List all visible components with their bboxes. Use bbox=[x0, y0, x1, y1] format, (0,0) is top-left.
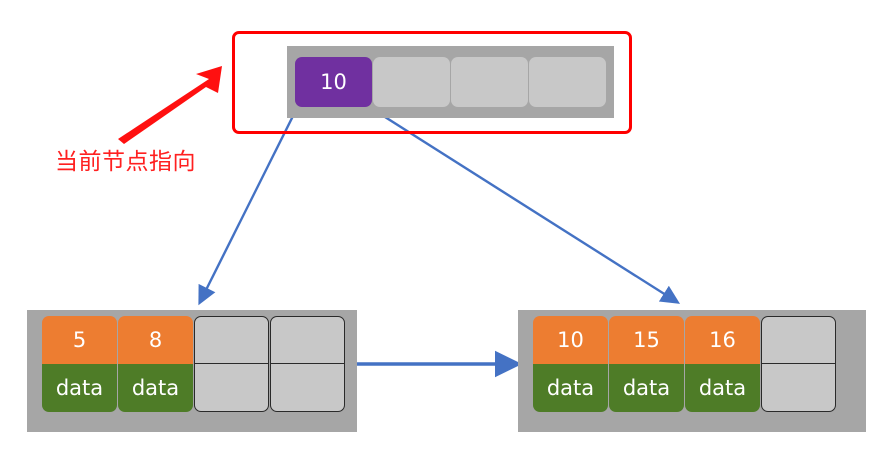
leaf-right-key-2[interactable]: 16 bbox=[685, 316, 760, 364]
root-to-right-leaf-arrow bbox=[373, 108, 681, 304]
index-key-cell-1[interactable] bbox=[373, 57, 450, 107]
leaf-left-key-1[interactable]: 8 bbox=[118, 316, 193, 364]
leaf-right-key-3[interactable] bbox=[761, 316, 836, 364]
leaf-right-data-3[interactable] bbox=[761, 364, 836, 412]
index-key-cell-0[interactable]: 10 bbox=[295, 57, 372, 107]
leaf-left-column-2[interactable] bbox=[194, 316, 269, 412]
leaf-node-right[interactable]: 10 data 15 data 16 data bbox=[518, 310, 866, 432]
leaf-right-column-2[interactable]: 16 data bbox=[685, 316, 760, 412]
leaf-right-columns: 10 data 15 data 16 data bbox=[533, 316, 836, 412]
leaf-left-key-0[interactable]: 5 bbox=[42, 316, 117, 364]
index-node[interactable]: 10 bbox=[287, 46, 614, 118]
leaf-right-data-1[interactable]: data bbox=[609, 364, 684, 412]
leaf-node-left[interactable]: 5 data 8 data bbox=[27, 310, 357, 432]
leaf-left-data-3[interactable] bbox=[270, 364, 345, 412]
leaf-right-data-2[interactable]: data bbox=[685, 364, 760, 412]
leaf-left-data-0[interactable]: data bbox=[42, 364, 117, 412]
leaf-right-column-1[interactable]: 15 data bbox=[609, 316, 684, 412]
index-key-cell-2[interactable] bbox=[451, 57, 528, 107]
leaf-right-data-0[interactable]: data bbox=[533, 364, 608, 412]
leaf-left-data-1[interactable]: data bbox=[118, 364, 193, 412]
leaf-right-column-3[interactable] bbox=[761, 316, 836, 412]
current-node-highlight-box bbox=[232, 31, 632, 134]
red-pointer-arrow bbox=[118, 66, 222, 144]
leaf-left-key-2[interactable] bbox=[194, 316, 269, 364]
leaf-left-data-2[interactable] bbox=[194, 364, 269, 412]
root-to-left-leaf-arrow bbox=[198, 109, 298, 306]
index-node-cells: 10 bbox=[295, 57, 606, 107]
annotation-label: 当前节点指向 bbox=[55, 149, 196, 175]
leaf-right-key-1[interactable]: 15 bbox=[609, 316, 684, 364]
index-key-cell-3[interactable] bbox=[529, 57, 606, 107]
leaf-left-columns: 5 data 8 data bbox=[42, 316, 345, 412]
leaf-left-key-3[interactable] bbox=[270, 316, 345, 364]
leaf-right-column-0[interactable]: 10 data bbox=[533, 316, 608, 412]
leaf-right-key-0[interactable]: 10 bbox=[533, 316, 608, 364]
leaf-left-column-3[interactable] bbox=[270, 316, 345, 412]
leaf-left-column-0[interactable]: 5 data bbox=[42, 316, 117, 412]
leaf-left-column-1[interactable]: 8 data bbox=[118, 316, 193, 412]
